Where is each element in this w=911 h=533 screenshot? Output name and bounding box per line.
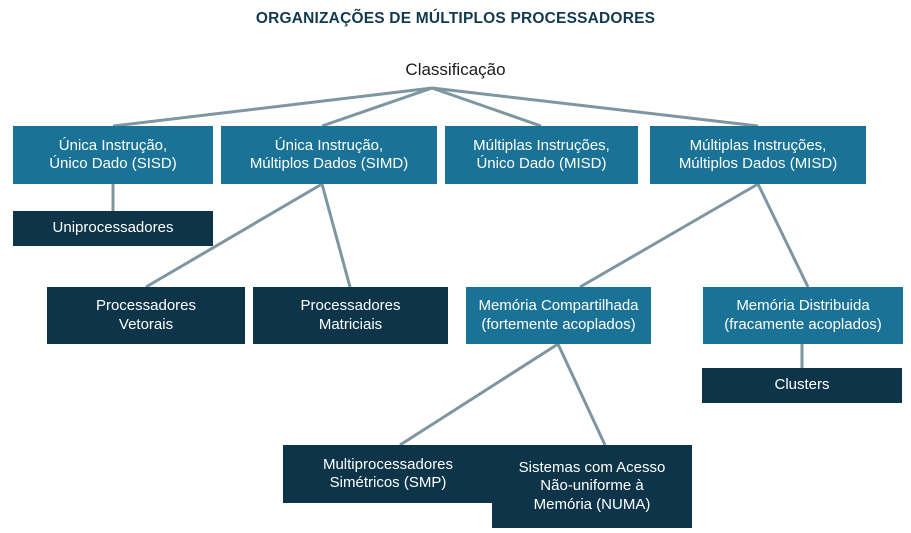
edge-mimd-to-distribuida: [756, 183, 810, 288]
edge-simd-to-matriciais: [320, 183, 352, 288]
node-clusters[interactable]: Clusters: [702, 368, 902, 403]
node-sisd[interactable]: Única Instrução, Único Dado (SISD): [13, 126, 213, 184]
edge-compartilhada-to-numa: [556, 343, 607, 446]
node-mimd[interactable]: Múltiplas Instruções, Múltiplos Dados (M…: [650, 126, 866, 184]
edge-compartilhada-to-smp: [399, 342, 559, 447]
edge-classificacao-to-simd: [321, 86, 433, 128]
node-processadores-matriciais[interactable]: Processadores Matriciais: [253, 287, 448, 344]
node-smp[interactable]: Multiprocessadores Simétricos (SMP): [283, 445, 493, 503]
edge-classificacao-to-misd: [431, 86, 542, 128]
node-simd[interactable]: Única Instrução, Múltiplos Dados (SIMD): [221, 126, 437, 184]
root-node-classificacao: Classificação: [405, 60, 506, 79]
node-memoria-compartilhada[interactable]: Memória Compartilhada (fortemente acopla…: [466, 287, 651, 344]
edge-classificacao-to-mimd: [431, 86, 759, 128]
edge-mimd-to-compartilhada: [579, 182, 759, 289]
node-processadores-vetorais[interactable]: Processadores Vetorais: [47, 287, 245, 344]
node-numa[interactable]: Sistemas com Acesso Não-uniforme à Memór…: [492, 445, 692, 528]
edge-classificacao-to-sisd: [112, 86, 433, 128]
node-uniprocessadores[interactable]: Uniprocessadores: [13, 211, 213, 246]
page-title: ORGANIZAÇÕES DE MÚLTIPLOS PROCESSADORES: [255, 10, 656, 27]
node-misd[interactable]: Múltiplas Instruções, Único Dado (MISD): [445, 126, 638, 184]
node-memoria-distribuida[interactable]: Memória Distribuida (fracamente acoplado…: [703, 287, 903, 344]
